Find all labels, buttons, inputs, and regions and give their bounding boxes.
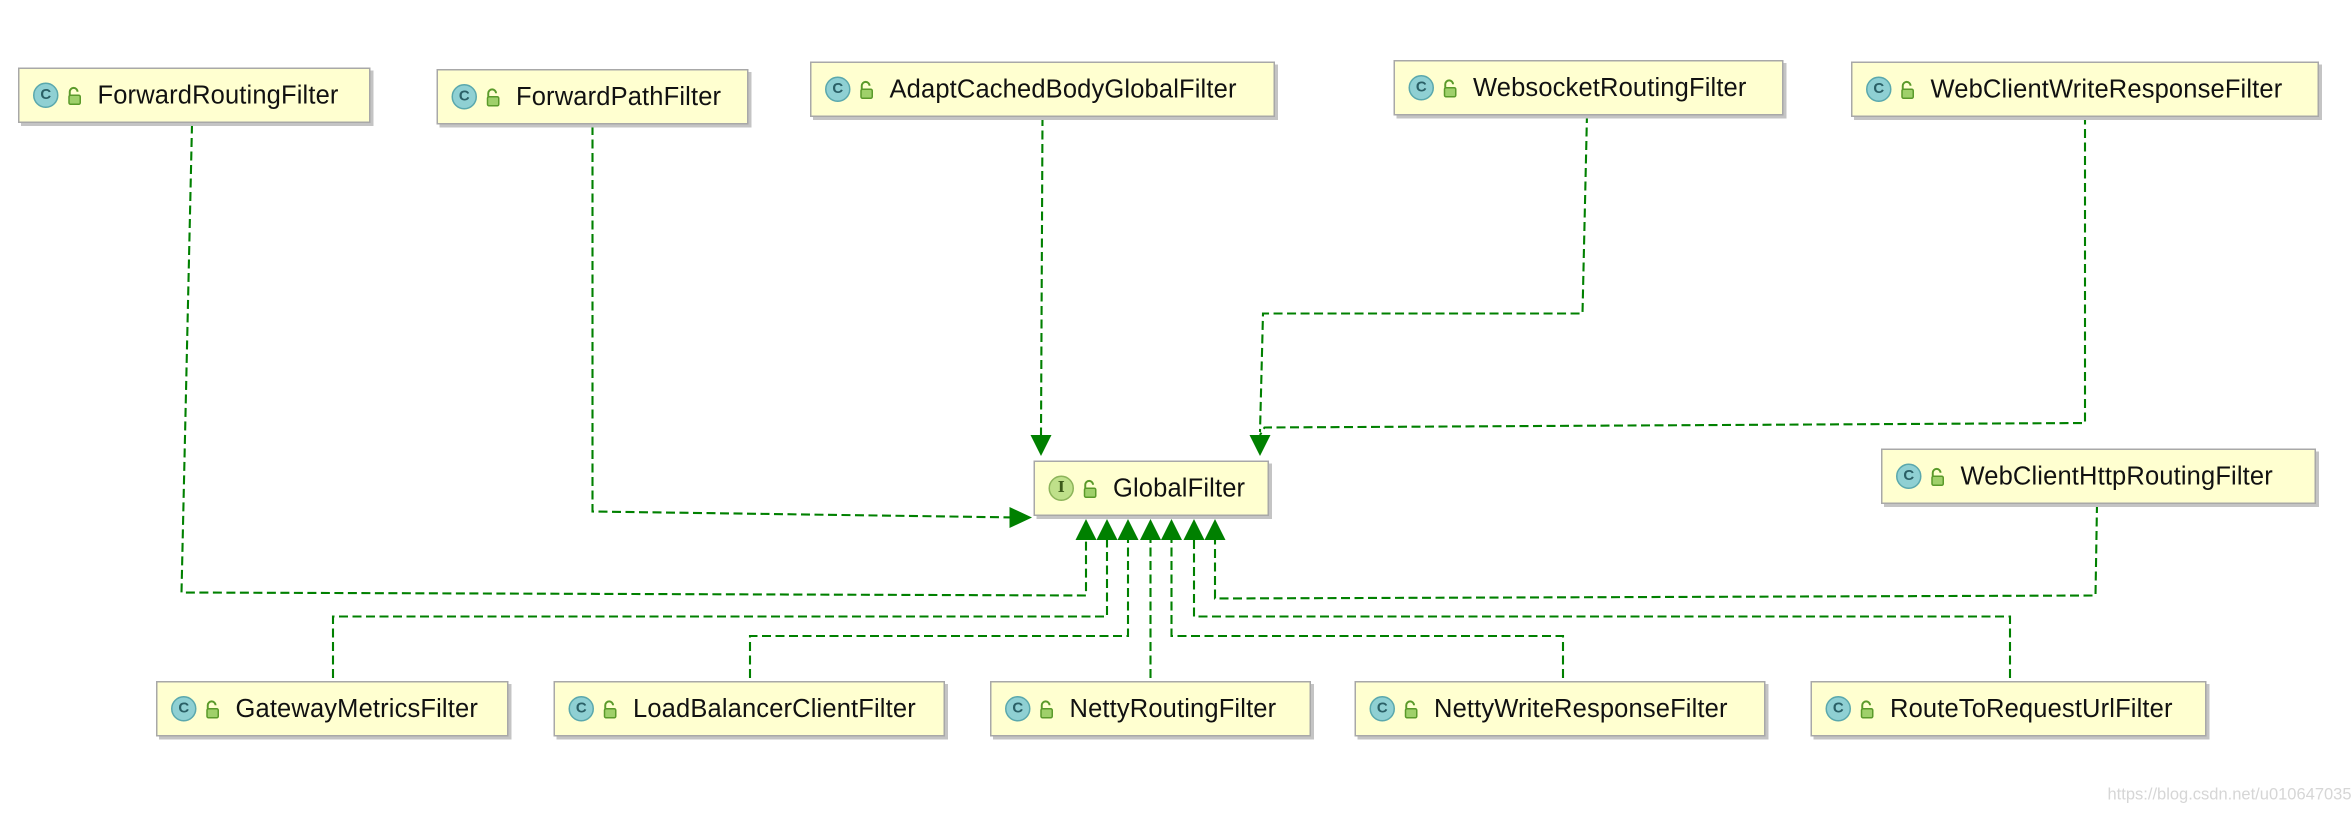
edge-adapt-cached-body-global-filter: [1039, 116, 1044, 436]
class-icon: C: [451, 84, 477, 110]
arrowhead: [1009, 507, 1032, 528]
arrowhead: [1161, 519, 1182, 540]
node-netty-write-response-filter[interactable]: C NettyWriteResponseFilter: [1354, 681, 1766, 737]
class-icon: C: [33, 82, 59, 108]
arrowhead: [1249, 435, 1271, 456]
node-adapt-cached-body-global-filter[interactable]: C AdaptCachedBodyGlobalFilter: [810, 61, 1275, 117]
unlock-icon: [65, 85, 86, 106]
node-web-client-http-routing-filter[interactable]: C WebClientHttpRoutingFilter: [1881, 448, 2316, 504]
class-icon: C: [171, 696, 197, 722]
node-label: WebClientHttpRoutingFilter: [1960, 461, 2273, 490]
arrowhead: [1075, 519, 1097, 540]
node-forward-path-filter[interactable]: C ForwardPathFilter: [436, 69, 749, 125]
node-label: ForwardRoutingFilter: [97, 80, 339, 109]
arrowhead: [1204, 519, 1226, 540]
node-global-filter[interactable]: I GlobalFilter: [1033, 460, 1269, 516]
node-label: LoadBalancerClientFilter: [633, 693, 916, 723]
watermark: https://blog.csdn.net/u010647035: [2107, 786, 2352, 804]
node-label: NettyWriteResponseFilter: [1434, 693, 1728, 723]
node-forward-routing-filter[interactable]: C ForwardRoutingFilter: [18, 67, 371, 123]
edge-web-client-write-response-filter: [1259, 115, 2087, 436]
interface-icon: I: [1048, 475, 1074, 501]
node-gateway-metrics-filter[interactable]: C GatewayMetricsFilter: [156, 681, 509, 737]
node-label: WebClientWriteResponseFilter: [1930, 74, 2283, 103]
class-icon: C: [1825, 696, 1851, 722]
edge-gateway-metrics-filter: [331, 540, 1109, 678]
unlock-icon: [483, 86, 504, 107]
node-label: NettyRoutingFilter: [1069, 693, 1277, 723]
unlock-icon: [1928, 466, 1949, 487]
edge-netty-write-response-filter: [1170, 540, 1565, 678]
unlock-icon: [1037, 698, 1058, 719]
unlock-icon: [1080, 478, 1101, 499]
unlock-icon: [857, 79, 878, 100]
node-load-balancer-client-filter[interactable]: C LoadBalancerClientFilter: [553, 681, 945, 737]
edge-forward-path-filter: [591, 126, 1021, 519]
edge-load-balancer-client-filter: [748, 540, 1130, 678]
edge-websocket-routing-filter: [1258, 113, 1589, 433]
arrowhead: [1140, 519, 1161, 540]
node-label: ForwardPathFilter: [516, 81, 722, 111]
unlock-icon: [1857, 698, 1878, 719]
arrowhead: [1030, 435, 1052, 456]
node-web-client-write-response-filter[interactable]: C WebClientWriteResponseFilter: [1851, 61, 2319, 117]
edge-route-to-request-url-filter: [1192, 540, 2012, 678]
arrowhead: [1183, 519, 1205, 540]
node-websocket-routing-filter[interactable]: C WebsocketRoutingFilter: [1393, 60, 1784, 116]
arrowhead: [1096, 519, 1118, 540]
node-route-to-request-url-filter[interactable]: C RouteToRequestUrlFilter: [1810, 681, 2207, 737]
node-label: GatewayMetricsFilter: [235, 693, 478, 723]
class-icon: C: [1866, 76, 1892, 102]
unlock-icon: [1440, 77, 1461, 98]
class-icon: C: [1005, 696, 1031, 722]
unlock-icon: [600, 698, 621, 719]
unlock-icon: [1898, 79, 1919, 100]
unlock-icon: [1401, 698, 1422, 719]
node-netty-routing-filter[interactable]: C NettyRoutingFilter: [990, 681, 1311, 737]
node-label: GlobalFilter: [1113, 473, 1246, 502]
node-label: AdaptCachedBodyGlobalFilter: [889, 74, 1237, 103]
class-icon: C: [1408, 75, 1434, 101]
unlock-icon: [203, 698, 224, 719]
arrowhead: [1117, 519, 1139, 540]
node-label: WebsocketRoutingFilter: [1473, 72, 1747, 102]
edge-web-client-http-routing-filter: [1213, 503, 2099, 600]
class-icon: C: [1369, 696, 1395, 722]
class-icon: C: [568, 696, 594, 722]
edge-forward-routing-filter: [180, 124, 1088, 597]
class-icon: C: [825, 76, 851, 102]
node-label: RouteToRequestUrlFilter: [1890, 693, 2173, 723]
class-icon: C: [1896, 463, 1922, 489]
